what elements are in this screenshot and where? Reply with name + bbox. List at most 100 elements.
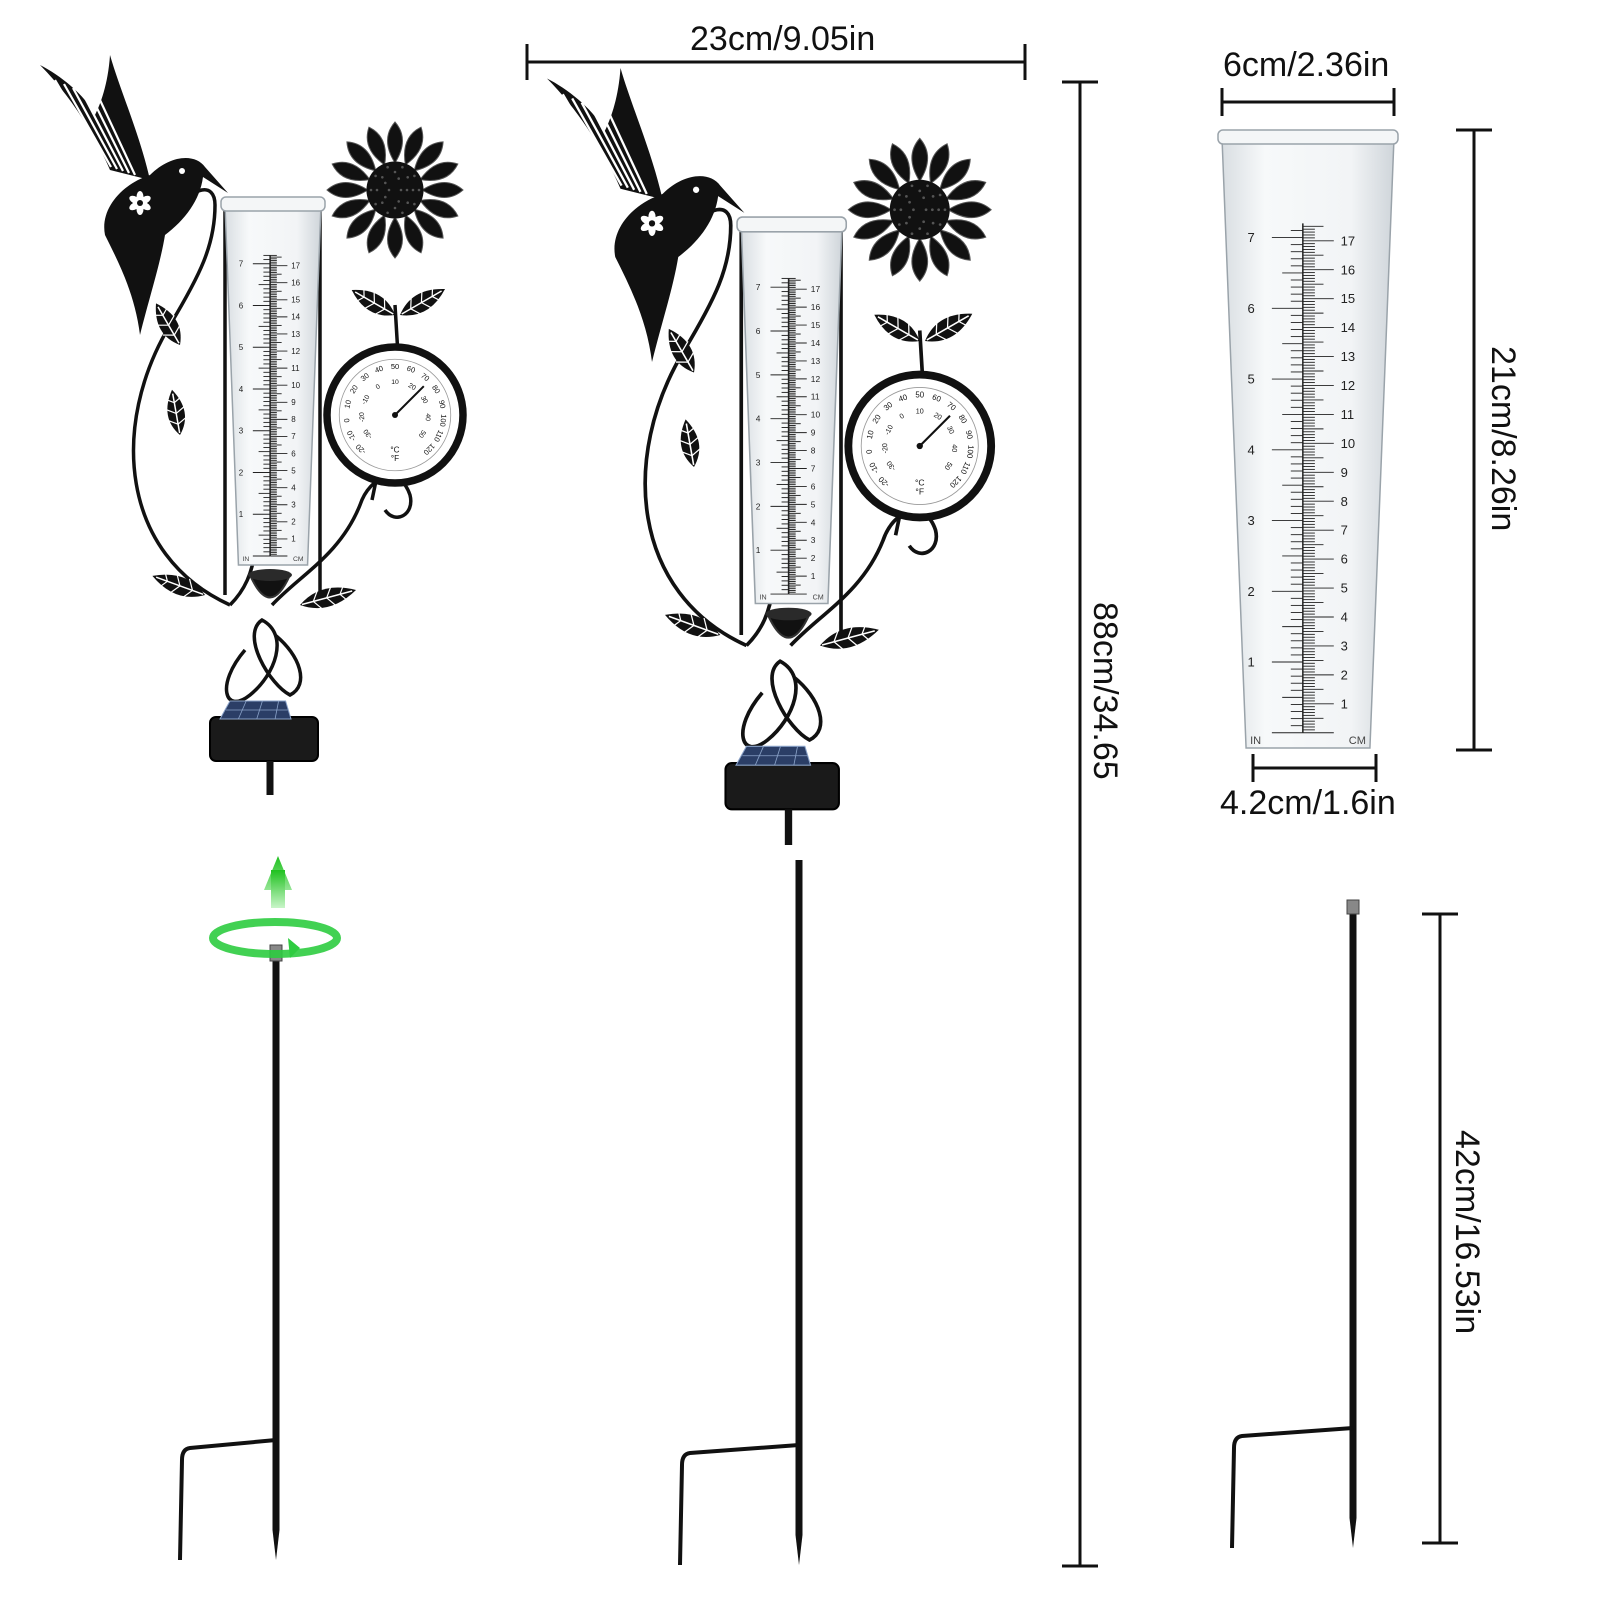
- celsius-label: °C: [390, 445, 399, 454]
- cm-mark: 3: [811, 535, 816, 545]
- assembly-arrows: [209, 856, 341, 958]
- celsius-mark: -20: [359, 412, 367, 422]
- inch-mark: 6: [239, 301, 244, 310]
- inch-mark: 2: [1247, 584, 1254, 599]
- cm-mark: 14: [811, 338, 821, 348]
- leaf: [151, 303, 181, 345]
- cm-mark: 10: [291, 381, 300, 390]
- fahrenheit-mark: 40: [897, 392, 909, 404]
- inch-mark: 7: [756, 282, 761, 292]
- ground-stake: [1230, 912, 1357, 1549]
- flower-icon: [640, 210, 664, 236]
- leaf: [163, 389, 187, 435]
- celsius-mark: 0: [375, 383, 382, 391]
- cm-mark: 9: [1341, 465, 1348, 480]
- celsius-mark: 30: [419, 395, 429, 405]
- leaf: [152, 569, 205, 598]
- cm-mark: 4: [291, 483, 296, 492]
- celsius-mark: -10: [361, 394, 372, 406]
- inch-mark: 2: [239, 468, 244, 477]
- celsius-mark: 50: [943, 460, 954, 471]
- leaf: [677, 419, 702, 467]
- cm-mark: 11: [811, 392, 820, 402]
- celsius-mark: -20: [881, 443, 890, 454]
- cm-mark: 12: [1341, 378, 1355, 393]
- stake-length-label: 42cm/16.53in: [1448, 1130, 1486, 1335]
- cm-mark: 8: [291, 415, 296, 424]
- dimension-lines: [525, 44, 1492, 1568]
- fahrenheit-mark: 60: [406, 364, 417, 375]
- cm-mark: 7: [811, 463, 816, 473]
- unit-label-in: IN: [760, 593, 767, 601]
- fahrenheit-mark: 90: [437, 399, 448, 409]
- fahrenheit-mark: 50: [915, 391, 924, 400]
- tube-rim: [736, 216, 848, 233]
- solar-panel-icon: [724, 745, 840, 811]
- fahrenheit-mark: 0: [864, 448, 874, 454]
- cm-mark: 11: [291, 364, 300, 373]
- inch-mark: 6: [756, 326, 761, 336]
- fahrenheit-mark: 0: [342, 418, 351, 423]
- leaf: [664, 608, 721, 639]
- cm-mark: 15: [1341, 291, 1355, 306]
- sunflower-icon: [326, 121, 464, 259]
- inch-mark: 4: [756, 414, 761, 424]
- inch-mark: 7: [239, 260, 244, 269]
- celsius-label: °C: [915, 477, 925, 487]
- cm-mark: 12: [291, 347, 300, 356]
- celsius-mark: 10: [391, 379, 399, 386]
- inch-mark: 5: [1247, 372, 1254, 387]
- unit-label-cm: CM: [813, 593, 824, 601]
- hummingbird-icon: [40, 55, 228, 335]
- cm-mark: 7: [291, 432, 296, 441]
- thermometer-needle: [394, 385, 425, 416]
- sunflower-icon: [847, 137, 992, 282]
- celsius-mark: -10: [883, 424, 895, 437]
- metal-frame: [131, 188, 413, 703]
- thermometer-needle: [919, 415, 951, 447]
- flower-icon: [129, 191, 151, 215]
- fahrenheit-mark: 10: [342, 399, 353, 409]
- inch-mark: 7: [1247, 230, 1254, 245]
- celsius-mark: -30: [363, 427, 374, 439]
- inch-mark: 3: [239, 427, 244, 436]
- ground-stake: [178, 958, 280, 1561]
- cm-mark: 5: [811, 499, 816, 509]
- cm-mark: 1: [291, 535, 296, 544]
- leaf: [663, 328, 695, 373]
- fahrenheit-mark: 50: [391, 362, 399, 371]
- unit-label-cm: CM: [1349, 735, 1366, 747]
- stake-foot: [678, 1443, 800, 1566]
- cm-mark: 13: [1341, 349, 1355, 364]
- stake-foot: [1230, 1426, 1354, 1549]
- inch-mark: 5: [756, 370, 761, 380]
- cm-mark: 4: [1341, 610, 1348, 625]
- cm-mark: 10: [811, 410, 821, 420]
- leaf: [874, 310, 920, 342]
- cm-mark: 5: [1341, 581, 1348, 596]
- cm-mark: 3: [1341, 638, 1348, 653]
- cm-mark: 7: [1341, 523, 1348, 538]
- stake-foot: [178, 1438, 277, 1561]
- inch-mark: 6: [1247, 301, 1254, 316]
- cm-mark: 15: [811, 320, 821, 330]
- leaf: [300, 582, 357, 610]
- fahrenheit-mark: 10: [865, 429, 876, 440]
- cm-mark: 6: [291, 449, 296, 458]
- inch-mark: 1: [239, 510, 244, 519]
- overall-height-label: 88cm/34.65: [1086, 602, 1124, 780]
- cm-mark: 1: [811, 571, 816, 581]
- leaf: [400, 284, 446, 316]
- unit-label-in: IN: [1250, 735, 1261, 747]
- inch-mark: 3: [1247, 513, 1254, 528]
- inch-mark: 1: [756, 545, 761, 555]
- cm-mark: 8: [1341, 494, 1348, 509]
- cm-mark: 8: [811, 446, 816, 456]
- cm-mark: 10: [1341, 436, 1355, 451]
